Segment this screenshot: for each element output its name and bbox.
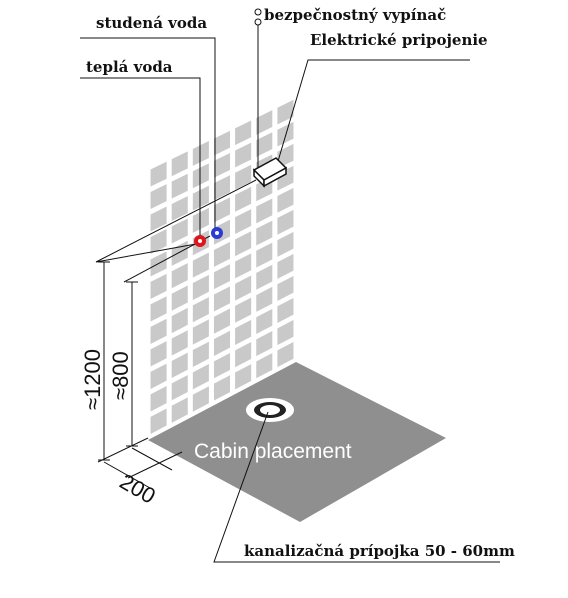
wall-tile bbox=[213, 197, 231, 223]
wall-tile bbox=[150, 408, 167, 434]
wall-tile bbox=[192, 163, 209, 189]
wall-tile bbox=[235, 209, 252, 234]
wall-tile bbox=[192, 341, 209, 367]
cold-water-label: studená voda bbox=[96, 14, 207, 32]
height-1200-label: ≈1200 bbox=[80, 349, 105, 410]
wall-tile bbox=[277, 209, 294, 235]
wall-tile bbox=[171, 285, 188, 311]
wall-tile bbox=[171, 307, 188, 334]
wall-tile bbox=[171, 397, 188, 423]
offset-200-label: 200 bbox=[116, 469, 160, 509]
wall-tile bbox=[277, 231, 294, 257]
cabin-floor bbox=[148, 362, 446, 522]
wall-tile bbox=[213, 175, 231, 201]
wall-tile bbox=[213, 330, 231, 357]
wall-tile bbox=[277, 99, 294, 125]
wall-tile bbox=[235, 253, 252, 279]
wall-tile bbox=[235, 120, 252, 146]
wall-tile bbox=[277, 341, 294, 368]
wall-tile bbox=[235, 231, 252, 257]
warm-water-label: teplá voda bbox=[86, 58, 173, 76]
wall-tile bbox=[213, 352, 231, 379]
drain-label: kanalizačná prípojka 50 - 60mm bbox=[244, 542, 515, 560]
wall-tile bbox=[213, 130, 231, 156]
wall-tile bbox=[150, 184, 167, 210]
wall-tile bbox=[235, 319, 252, 346]
wall-tile bbox=[256, 264, 273, 290]
wall-tile bbox=[277, 187, 294, 213]
wall-tile bbox=[171, 352, 188, 378]
wall-tile bbox=[213, 286, 231, 312]
wall-tile bbox=[150, 161, 167, 187]
wall-tile bbox=[171, 173, 188, 199]
wall-tile bbox=[171, 330, 188, 356]
wall-tile bbox=[192, 274, 209, 300]
electric-connection-label: Elektrické pripojenie bbox=[310, 31, 488, 49]
wall-tile bbox=[256, 198, 273, 224]
wall-tile bbox=[277, 121, 294, 147]
drain-outlet bbox=[246, 398, 294, 422]
wall-tile bbox=[171, 263, 188, 289]
wall-tile bbox=[256, 132, 273, 157]
wall-tile bbox=[192, 252, 209, 278]
wall-tile bbox=[150, 318, 167, 344]
wall-tile bbox=[235, 275, 252, 301]
wall-tile bbox=[235, 142, 252, 168]
wall-tile bbox=[277, 319, 294, 346]
wall-tile bbox=[213, 152, 231, 178]
wall-tile bbox=[277, 253, 294, 279]
electric-box-icon bbox=[252, 157, 288, 188]
wall-tile bbox=[171, 240, 188, 266]
wall-tile bbox=[150, 273, 167, 300]
wall-tile bbox=[213, 375, 231, 401]
wall-tile bbox=[150, 206, 167, 232]
wall-tile bbox=[192, 363, 209, 390]
wall-tile bbox=[171, 375, 188, 401]
wall-tile bbox=[277, 275, 294, 301]
wall-tile bbox=[256, 308, 273, 335]
wall-tile bbox=[171, 196, 188, 222]
wall-tile bbox=[256, 353, 273, 379]
leader-lines bbox=[80, 8, 500, 563]
wall-tile bbox=[192, 386, 209, 412]
wall-tile bbox=[256, 286, 273, 312]
wall-tile bbox=[235, 164, 252, 190]
wall-tile bbox=[192, 297, 209, 323]
wall-tile bbox=[256, 242, 273, 268]
wall-tile bbox=[277, 297, 294, 324]
wall-tile bbox=[213, 264, 231, 290]
wall-tile bbox=[213, 241, 231, 267]
safety-switch-label: bezpečnostný vypínač bbox=[264, 6, 446, 24]
wall-tile bbox=[171, 151, 188, 177]
wall-tile bbox=[171, 218, 188, 244]
wall-tile bbox=[150, 296, 167, 322]
wall-tile bbox=[150, 228, 167, 255]
wall-tile bbox=[256, 110, 273, 135]
wall-tile bbox=[256, 220, 273, 246]
height-800-label: ≈800 bbox=[108, 351, 133, 400]
wall-tile bbox=[235, 364, 252, 390]
wall-tile bbox=[150, 386, 167, 412]
wall-tile bbox=[192, 207, 209, 233]
wall-tile bbox=[235, 297, 252, 323]
cabin-placement-label: Cabin placement bbox=[194, 440, 352, 463]
wall-tile bbox=[150, 341, 167, 367]
wall-tile bbox=[213, 308, 231, 334]
wall-tile bbox=[235, 341, 252, 368]
wall-tile bbox=[235, 186, 252, 212]
wall-tile bbox=[192, 185, 209, 211]
wall-tile bbox=[192, 319, 209, 345]
wall-tile bbox=[256, 330, 273, 357]
tiled-wall bbox=[150, 99, 294, 434]
wall-tile bbox=[192, 141, 209, 166]
wall-tile bbox=[150, 363, 167, 389]
